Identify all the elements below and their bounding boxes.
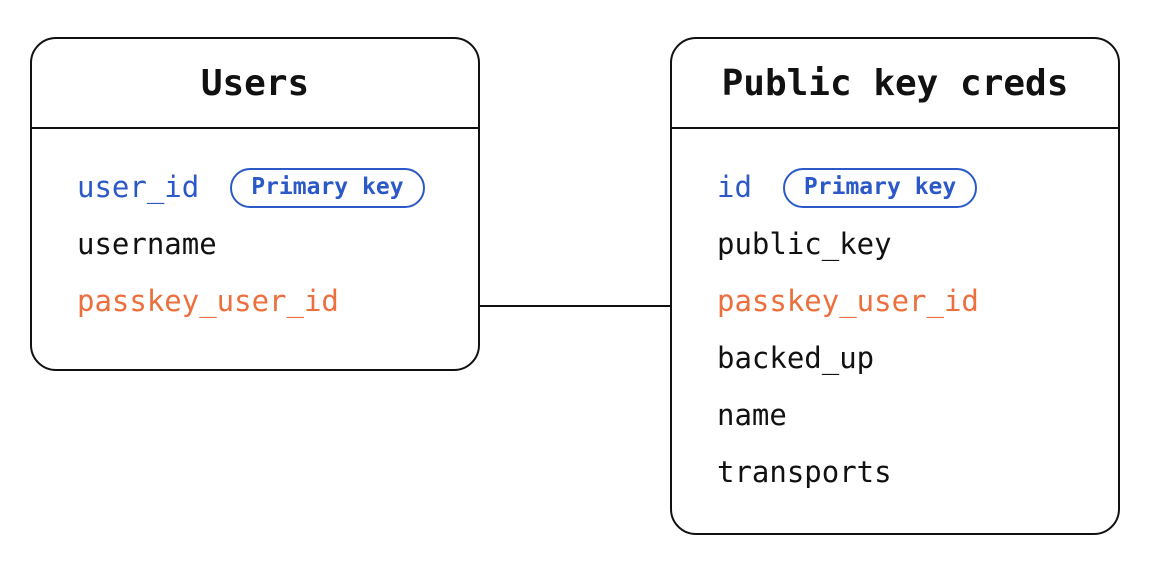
table-body: id Primary key public_key passkey_user_i… (672, 129, 1118, 533)
field-row-id: id Primary key (717, 159, 1118, 216)
primary-key-badge: Primary key (782, 167, 978, 208)
field-name: user_id (77, 170, 200, 204)
field-row-backed-up: backed_up (717, 330, 1118, 387)
table-public-key-creds: Public key creds id Primary key public_k… (670, 37, 1120, 535)
field-name: username (77, 227, 217, 261)
field-name: public_key (717, 227, 892, 261)
primary-key-badge: Primary key (230, 167, 425, 208)
table-header: Users (32, 39, 478, 129)
field-row-passkey-user-id: passkey_user_id (77, 273, 478, 330)
table-header: Public key creds (672, 39, 1118, 129)
field-name: name (717, 398, 787, 432)
table-users: Users user_id Primary key username passk… (30, 37, 480, 371)
relationship-line (480, 305, 670, 307)
field-row-user-id: user_id Primary key (77, 159, 478, 216)
field-row-public-key: public_key (717, 216, 1118, 273)
field-name: passkey_user_id (717, 284, 979, 318)
field-name: id (717, 170, 752, 204)
table-title: Users (200, 62, 310, 104)
table-title: Public key creds (721, 62, 1069, 104)
field-name: transports (717, 455, 892, 489)
field-name: backed_up (717, 341, 875, 375)
field-name: passkey_user_id (77, 284, 339, 318)
field-row-passkey-user-id: passkey_user_id (717, 273, 1118, 330)
field-row-name: name (717, 387, 1118, 444)
table-body: user_id Primary key username passkey_use… (32, 129, 478, 369)
field-row-username: username (77, 216, 478, 273)
field-row-transports: transports (717, 444, 1118, 501)
